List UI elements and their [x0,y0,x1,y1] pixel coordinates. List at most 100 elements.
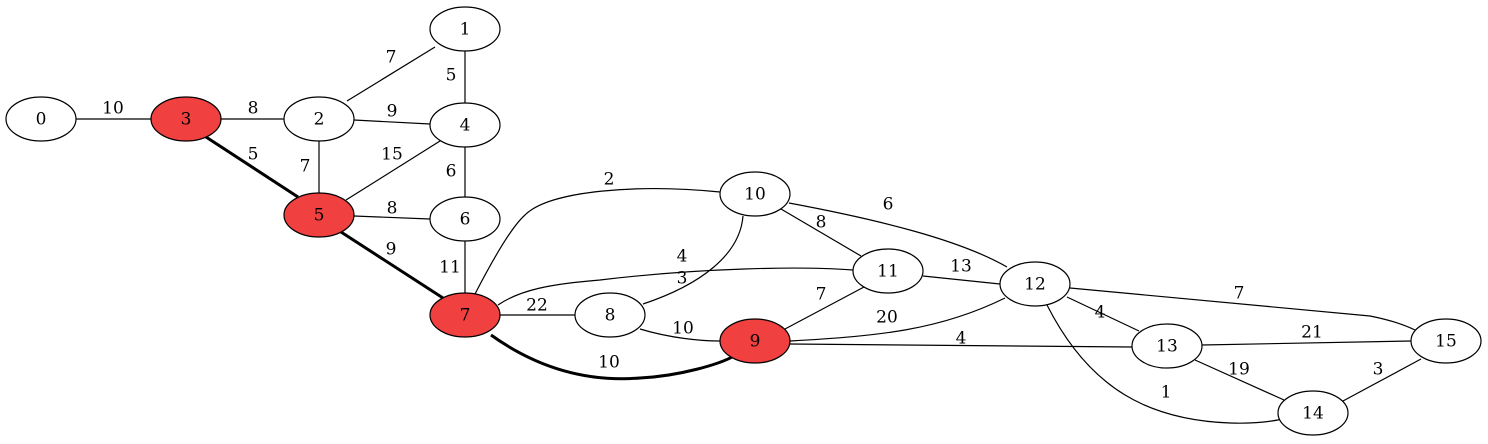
edge-2-1 [346,46,436,102]
node-label-3: 3 [181,110,192,130]
edge-13-15 [1201,340,1412,346]
edge-weight-label-10-11: 8 [816,213,827,233]
node-label-1: 1 [460,20,471,40]
node-12: 12 [999,261,1071,307]
edge-weight-label-5-6: 8 [387,199,398,219]
node-15: 15 [1410,318,1482,364]
edge-weight-label-10-12: 6 [883,195,894,215]
edge-10-12 [788,202,1008,268]
node-1: 1 [429,6,501,52]
node-label-2: 2 [314,110,325,130]
edge-7-11 [497,267,854,306]
node-label-12: 12 [1024,275,1046,295]
edge-weight-label-13-15: 21 [1301,323,1323,343]
edge-8-10 [642,215,744,305]
node-ellipse-3 [150,96,222,142]
node-label-10: 10 [744,185,766,205]
node-ellipse-4 [429,102,501,148]
node-ellipse-5 [283,192,355,238]
edge-weight-label-13-14: 19 [1228,360,1250,380]
edge-5-6 [353,215,431,220]
node-11: 11 [852,248,924,294]
edge-weight-label-7-10: 2 [604,170,615,190]
node-ellipse-12 [999,261,1071,307]
node-ellipse-10 [719,171,791,217]
edge-12-14 [1046,304,1291,424]
node-ellipse-14 [1277,390,1349,436]
node-7: 7 [429,292,501,338]
edge-weight-label-3-2: 8 [248,99,259,119]
node-ellipse-0 [5,96,77,142]
node-label-15: 15 [1435,332,1457,352]
node-ellipse-13 [1131,323,1203,369]
node-label-14: 14 [1302,404,1324,424]
node-ellipse-11 [852,248,924,294]
node-label-0: 0 [36,110,47,130]
node-0: 0 [5,96,77,142]
edge-weight-label-8-10: 3 [677,269,688,289]
node-ellipse-6 [429,196,501,242]
edges-layer [76,46,1422,424]
node-9: 9 [719,318,791,364]
edge-weight-label-12-14: 1 [1161,383,1172,403]
edge-weight-label-4-5: 15 [381,145,403,165]
edge-weight-label-7-8: 22 [526,296,548,316]
node-ellipse-9 [719,318,791,364]
edge-weight-label-7-9: 10 [598,353,620,373]
edge-9-13 [789,343,1133,348]
edge-7-10 [474,188,721,295]
edge-10-11 [780,208,862,257]
edge-9-12 [789,297,1006,342]
node-3: 3 [150,96,222,142]
node-label-9: 9 [750,332,761,352]
node-ellipse-2 [283,96,355,142]
edge-11-9 [784,286,865,330]
edge-weight-label-2-4: 9 [387,102,398,122]
node-ellipse-1 [429,6,501,52]
node-8: 8 [574,292,646,338]
edge-weight-label-2-1: 7 [386,48,397,68]
edge-weight-label-11-9: 7 [816,285,827,305]
edge-4-5 [345,140,441,201]
edge-2-4 [353,119,431,125]
edge-7-9 [490,333,735,381]
node-label-8: 8 [605,306,616,326]
edge-8-9 [639,328,721,342]
edge-weight-label-0-3: 10 [102,99,124,119]
edge-weight-label-3-5: 5 [248,145,259,165]
node-13: 13 [1131,323,1203,369]
edge-13-14 [1194,359,1285,401]
edge-weight-label-2-5: 7 [300,157,311,177]
edge-weight-label-7-11: 4 [677,247,688,267]
node-ellipse-7 [429,292,501,338]
node-ellipse-8 [574,292,646,338]
node-label-13: 13 [1156,337,1178,357]
node-ellipse-15 [1410,318,1482,364]
edge-14-15 [1342,358,1422,402]
edge-weight-label-5-7: 9 [386,240,397,260]
node-5: 5 [283,192,355,238]
edge-weight-label-11-12: 13 [950,257,972,277]
edge-weight-label-14-15: 3 [1373,360,1384,380]
edge-5-7 [340,230,444,300]
edge-weight-label-6-7: 11 [439,258,461,278]
node-10: 10 [719,171,791,217]
node-label-6: 6 [460,210,471,230]
node-4: 4 [429,102,501,148]
node-label-11: 11 [877,262,899,282]
edge-3-5 [205,135,299,199]
edge-weight-label-4-6: 6 [446,162,457,182]
edge-11-12 [922,275,1001,285]
edge-weight-label-9-12: 20 [876,308,898,328]
edge-weight-label-8-9: 10 [672,319,694,339]
edge-12-13 [1066,296,1140,332]
node-6: 6 [429,196,501,242]
node-label-4: 4 [460,116,471,136]
node-label-5: 5 [314,206,325,226]
node-14: 14 [1277,390,1349,436]
edge-weight-label-12-13: 4 [1095,303,1106,323]
node-2: 2 [283,96,355,142]
